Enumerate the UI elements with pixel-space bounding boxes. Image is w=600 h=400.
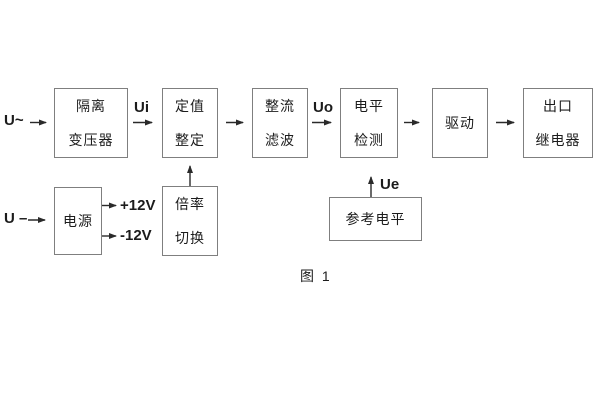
box-value-setting-line2: 整定 xyxy=(175,132,205,148)
box-isolation-transformer-line2: 变压器 xyxy=(68,132,114,148)
box-isolation-transformer: 隔离 变压器 xyxy=(54,88,128,158)
box-rectifier-filter-line1: 整流 xyxy=(265,98,295,114)
box-level-detection: 电平 检测 xyxy=(340,88,398,158)
box-isolation-transformer-line1: 隔离 xyxy=(76,98,106,114)
box-level-detection-line1: 电平 xyxy=(354,98,384,114)
figure-caption: 图 1 xyxy=(300,268,332,284)
box-driver-line1: 驱动 xyxy=(445,115,475,131)
box-power-supply-line1: 电源 xyxy=(63,213,93,229)
box-ratio-switch-line2: 切换 xyxy=(175,230,205,246)
box-output-relay-line2: 继电器 xyxy=(535,132,581,148)
box-value-setting: 定值 整定 xyxy=(162,88,218,158)
box-ratio-switch-line1: 倍率 xyxy=(175,196,205,212)
label-u-ac: U~ xyxy=(4,112,24,129)
box-reference-level: 参考电平 xyxy=(329,197,422,241)
label-ue: Ue xyxy=(380,176,400,193)
label-uo: Uo xyxy=(313,99,333,116)
box-rectifier-filter-line2: 滤波 xyxy=(265,132,295,148)
label-u-dc: U – xyxy=(4,210,28,227)
box-value-setting-line1: 定值 xyxy=(175,98,205,114)
box-power-supply: 电源 xyxy=(54,187,102,255)
box-reference-level-line1: 参考电平 xyxy=(345,211,406,227)
label-ui: Ui xyxy=(134,99,149,116)
box-level-detection-line2: 检测 xyxy=(354,132,384,148)
box-driver: 驱动 xyxy=(432,88,488,158)
label-plus-12v: +12V xyxy=(120,197,156,214)
box-output-relay-line1: 出口 xyxy=(543,98,573,114)
box-rectifier-filter: 整流 滤波 xyxy=(252,88,308,158)
box-output-relay: 出口 继电器 xyxy=(523,88,593,158)
box-ratio-switch: 倍率 切换 xyxy=(162,186,218,256)
label-minus-12v: -12V xyxy=(120,227,152,244)
